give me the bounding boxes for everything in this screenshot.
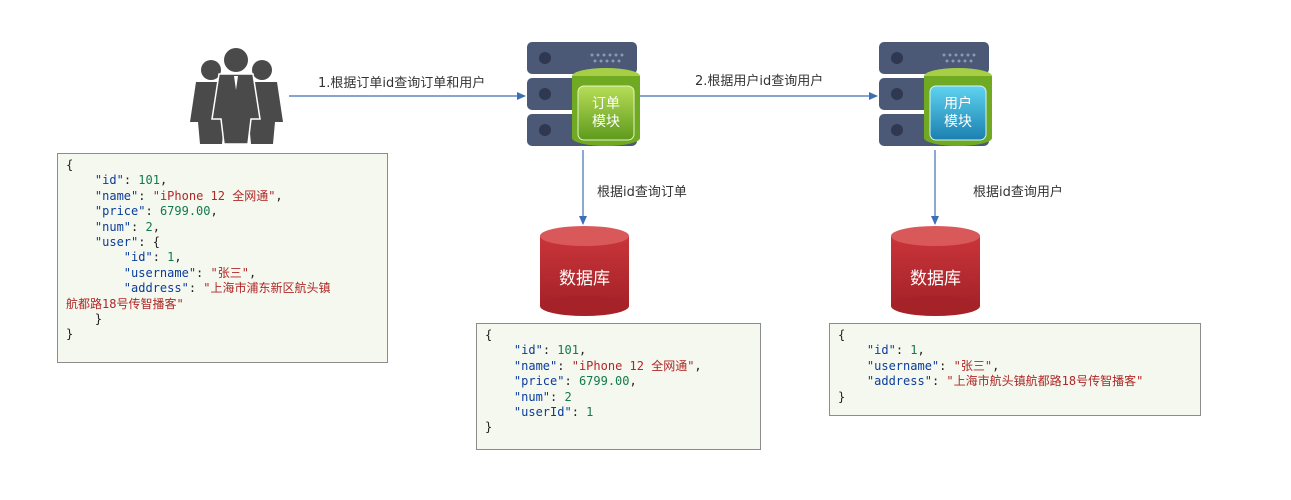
json-value: "张三" bbox=[953, 358, 993, 373]
combined-json-box: { "id": 101, "name": "iPhone 12 全网通", "p… bbox=[57, 153, 388, 363]
json-brace: { bbox=[485, 328, 493, 342]
json-key: "id" bbox=[94, 173, 124, 188]
order-module-line1: 订单 bbox=[592, 96, 620, 112]
json-key: "price" bbox=[513, 374, 565, 389]
json-key: "id" bbox=[866, 343, 896, 358]
json-key: "username" bbox=[123, 265, 197, 280]
json-value: "iPhone 12 全网通" bbox=[571, 358, 695, 373]
user-module-line2: 模块 bbox=[944, 114, 972, 130]
label-order-to-db: 根据id查询订单 bbox=[597, 185, 687, 200]
label-order-to-user: 2.根据用户id查询用户 bbox=[695, 74, 824, 89]
user-json-box: { "id": 1, "username": "张三", "address": … bbox=[829, 323, 1201, 416]
people-group-icon bbox=[190, 48, 283, 145]
json-brace: } bbox=[485, 420, 493, 435]
json-value: 1 bbox=[586, 405, 594, 420]
json-key: "address" bbox=[123, 281, 189, 296]
json-value: 6799.00 bbox=[578, 374, 630, 389]
order-database-label: 数据库 bbox=[559, 269, 610, 289]
json-brace: { bbox=[152, 235, 160, 250]
json-key: "username" bbox=[866, 358, 940, 373]
json-brace: } bbox=[838, 389, 846, 404]
json-key: "userId" bbox=[513, 405, 572, 420]
json-value: "iPhone 12 全网通" bbox=[152, 188, 276, 203]
json-value: 航都路18号传智播客" bbox=[66, 296, 184, 311]
json-brace: } bbox=[66, 327, 74, 342]
json-value: "上海市航头镇航都路18号传智播客" bbox=[946, 374, 1144, 389]
order-database-icon bbox=[540, 226, 629, 316]
user-module-label: 用户 模块 bbox=[930, 95, 986, 131]
json-key: "user" bbox=[94, 235, 139, 250]
json-brace: { bbox=[838, 328, 846, 342]
json-value: "张三" bbox=[210, 265, 249, 280]
user-module-line1: 用户 bbox=[944, 96, 972, 112]
json-value: 6799.00 bbox=[159, 204, 211, 219]
user-database-icon bbox=[891, 226, 980, 316]
json-key: "price" bbox=[94, 204, 146, 219]
json-brace: { bbox=[66, 158, 74, 172]
label-user-to-db: 根据id查询用户 bbox=[973, 185, 1063, 200]
json-value: 2 bbox=[145, 219, 153, 234]
json-key: "name" bbox=[513, 358, 558, 373]
user-server-icon bbox=[879, 42, 992, 146]
order-module-label: 订单 模块 bbox=[578, 95, 634, 131]
json-key: "id" bbox=[513, 343, 543, 358]
label-user-to-order: 1.根据订单id查询订单和用户 bbox=[318, 76, 486, 91]
order-json-box: { "id": 101, "name": "iPhone 12 全网通", "p… bbox=[476, 323, 761, 450]
order-server-icon bbox=[527, 42, 640, 146]
json-key: "num" bbox=[513, 389, 551, 404]
json-brace: } bbox=[94, 312, 103, 327]
order-module-line2: 模块 bbox=[592, 114, 620, 130]
json-value: 2 bbox=[564, 389, 572, 404]
json-value: 101 bbox=[138, 173, 160, 188]
json-key: "address" bbox=[866, 374, 932, 389]
json-key: "name" bbox=[94, 188, 139, 203]
json-value: 101 bbox=[557, 343, 579, 358]
json-key: "num" bbox=[94, 219, 132, 234]
json-value: 1 bbox=[167, 250, 175, 265]
json-value: 1 bbox=[910, 343, 918, 358]
user-database-label: 数据库 bbox=[910, 269, 961, 289]
json-value: "上海市浦东新区航头镇 bbox=[203, 281, 331, 296]
json-key: "id" bbox=[123, 250, 153, 265]
